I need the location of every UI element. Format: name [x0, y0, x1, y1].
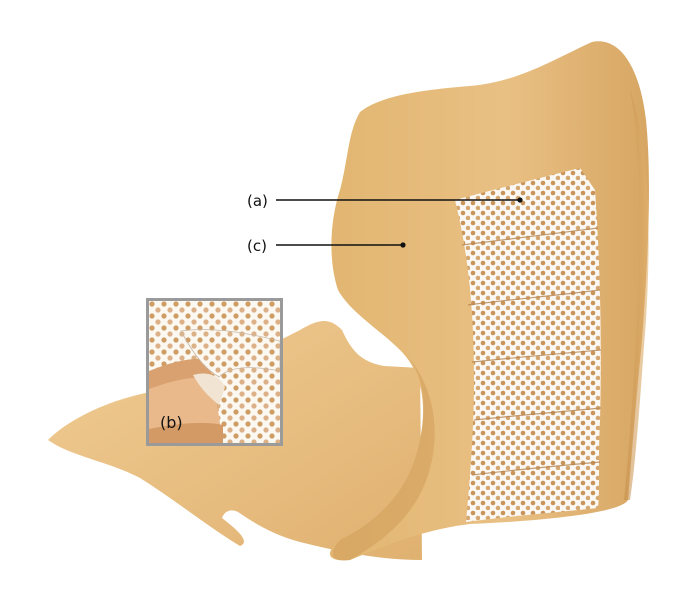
label-b: (b): [160, 413, 183, 432]
label-c: (c): [247, 237, 267, 255]
inset-detail-photo: (b): [146, 298, 283, 446]
label-a: (a): [247, 192, 268, 210]
